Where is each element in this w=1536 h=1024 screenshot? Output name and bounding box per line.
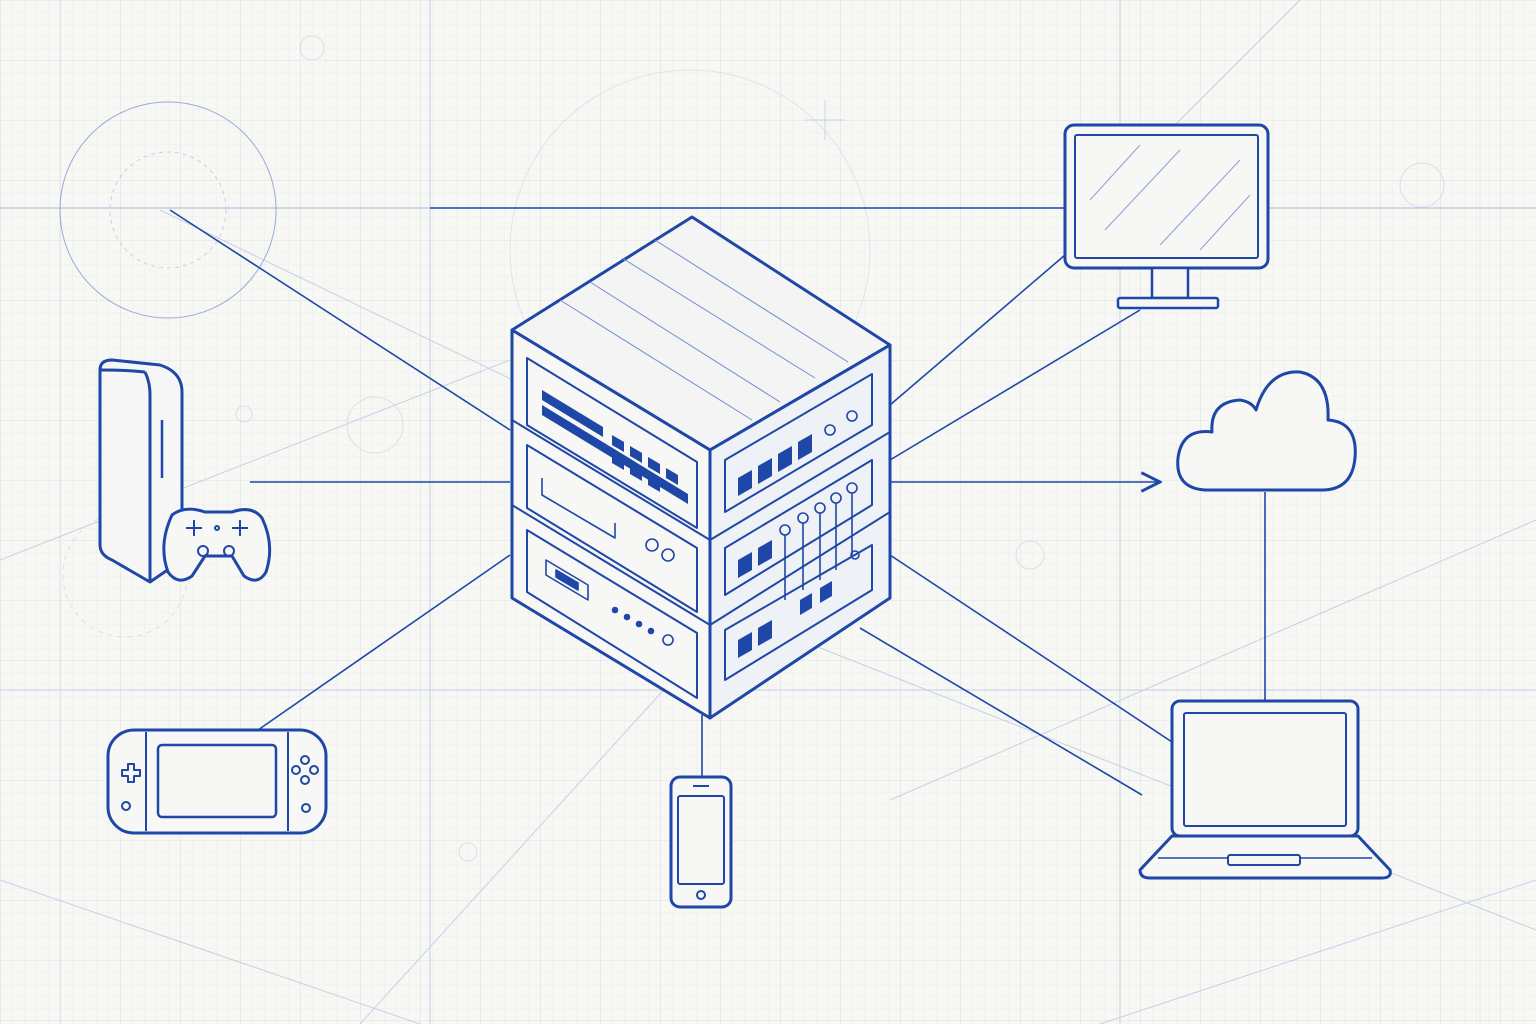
handheld-console-icon bbox=[106, 728, 328, 835]
game-console-icon bbox=[98, 358, 184, 584]
link-hub-handheld bbox=[257, 554, 511, 731]
link-hub-monitor bbox=[889, 254, 1066, 406]
server-rack-icon bbox=[510, 215, 892, 720]
link-hub-laptop-2 bbox=[859, 627, 1143, 796]
smartphone-icon bbox=[669, 775, 733, 909]
gamepad-icon bbox=[162, 507, 272, 582]
link-hub-console bbox=[169, 209, 511, 431]
cloud-icon bbox=[1176, 370, 1357, 492]
monitor-icon bbox=[1063, 123, 1270, 310]
connection-links bbox=[169, 207, 1266, 796]
link-hub-laptop bbox=[889, 554, 1173, 743]
laptop-icon bbox=[1138, 699, 1392, 880]
link-hub-monitor-2 bbox=[889, 309, 1141, 461]
